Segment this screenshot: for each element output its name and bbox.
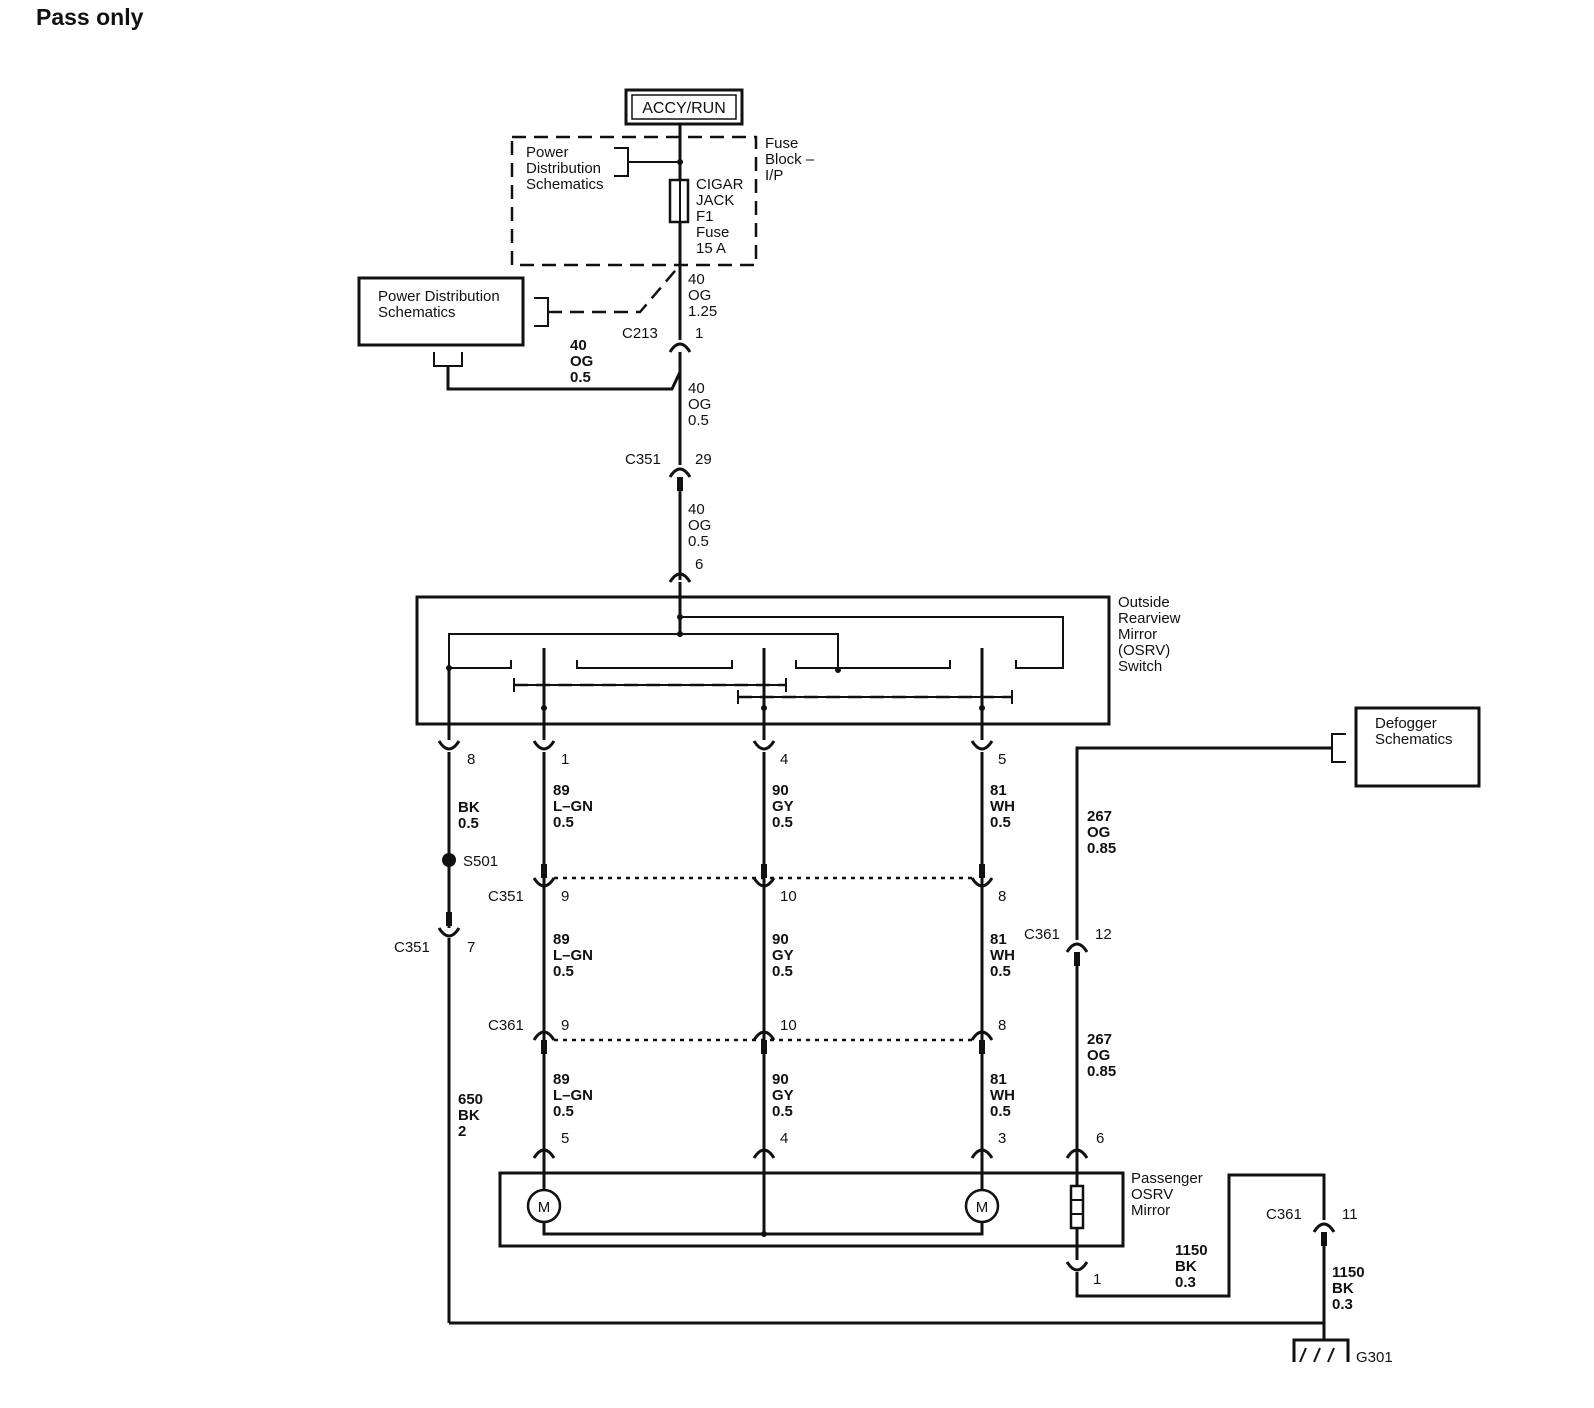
wire-bk-1150-label-2: 1150 BK 0.3 (1332, 1264, 1369, 1313)
fuse-label: CIGAR JACK F1 Fuse 15 A (696, 176, 748, 257)
switch-pin-8-connector (437, 740, 461, 751)
c351-wh-connector (970, 877, 994, 888)
s501-splice (442, 853, 456, 867)
wire-gy-label-1: 90 GY 0.5 (772, 782, 798, 831)
defogger-label: Defogger Schematics (1375, 715, 1453, 748)
motor-right-label: M (976, 1199, 989, 1216)
c351-top-label: C351 (625, 451, 661, 468)
switch-input-connector (668, 572, 692, 583)
pds-inner-bracket (614, 147, 629, 177)
c213-connector (668, 342, 692, 353)
pin-sw-gy: 4 (780, 751, 788, 768)
c213-label: C213 (622, 325, 658, 342)
pin-c351-gy: 10 (780, 888, 797, 905)
wire-lgn-label-1: 89 L–GN 0.5 (553, 782, 597, 831)
wire-og-085-label-1: 267 OG 0.85 (1087, 808, 1116, 857)
pin-sw-lgn: 1 (561, 751, 569, 768)
page-title: Pass only (36, 4, 144, 30)
ground-icon (1292, 1338, 1350, 1363)
osrv-switch-label: Outside Rearview Mirror (OSRV) Switch (1118, 594, 1185, 675)
s501-label: S501 (463, 853, 498, 870)
pin-c351-wh: 8 (998, 888, 1006, 905)
motor-left-label: M (538, 1199, 551, 1216)
mirror-pin-1-connector (1065, 1261, 1089, 1272)
pin-m-og: 6 (1096, 1130, 1104, 1147)
c361-gy-connector (752, 1030, 776, 1041)
pin-m-wh: 3 (998, 1130, 1006, 1147)
fuse-block-outline (510, 135, 758, 267)
pds-outer-label: Power Distribution Schematics (378, 288, 504, 321)
c361-lgn-connector (532, 1030, 556, 1041)
c213-pin: 1 (695, 325, 703, 342)
pin-c361-wh: 8 (998, 1017, 1006, 1034)
c351-bk-connector (437, 927, 461, 938)
pin-c351-bk: 7 (467, 939, 475, 956)
wire-wh-label-3: 81 WH 0.5 (990, 1071, 1019, 1120)
pds-inner-label: Power Distribution Schematics (526, 144, 605, 193)
fuse-block-label: Fuse Block – I/P (765, 135, 818, 184)
pin-m-gy: 4 (780, 1130, 788, 1147)
c351-row-label: C351 (488, 888, 524, 905)
mirror-pin-4-connector (752, 1148, 776, 1159)
wire-gy-label-3: 90 GY 0.5 (772, 1071, 798, 1120)
accy-run-source: ACCY/RUN (624, 88, 744, 126)
defogger-schematics-box[interactable] (1354, 706, 1481, 788)
switch-pin-4-connector (752, 740, 776, 751)
heater-element-icon (1069, 1184, 1085, 1230)
mirror-label: Passenger OSRV Mirror (1131, 1170, 1207, 1219)
wire-gy-label-2: 90 GY 0.5 (772, 931, 798, 980)
pin-sw-wh: 5 (998, 751, 1006, 768)
pin-c361-og: 12 (1095, 926, 1112, 943)
pds-outer-box[interactable] (357, 276, 525, 347)
mirror-pin-3-connector (970, 1148, 994, 1159)
switch-input-pin: 6 (695, 556, 703, 573)
wire-og-05-branch-label: 40 OG 0.5 (570, 337, 598, 386)
wire-bk-05-label: BK 0.5 (458, 799, 484, 832)
wire-lgn-label-2: 89 L–GN 0.5 (553, 931, 597, 980)
c351-top-connector (668, 467, 692, 478)
g301-label: G301 (1356, 1349, 1393, 1366)
wire-bk-1150-label-1: 1150 BK 0.3 (1175, 1242, 1212, 1291)
pin-c361-lgn: 9 (561, 1017, 569, 1034)
wire-og-05-label-2: 40 OG 0.5 (688, 380, 716, 429)
pin-m-gnd: 1 (1093, 1271, 1101, 1288)
wire-bk-650-label: 650 BK 2 (458, 1091, 487, 1140)
accy-run-label: ACCY/RUN (642, 100, 726, 117)
pin-sw-bk: 8 (467, 751, 475, 768)
mirror-pin-5-connector (532, 1148, 556, 1159)
c361-row-label: C361 (488, 1017, 524, 1034)
switch-pin-1-connector (532, 740, 556, 751)
wire-wh-label-2: 81 WH 0.5 (990, 931, 1019, 980)
pin-m-lgn: 5 (561, 1130, 569, 1147)
c351-top-pin: 29 (695, 451, 712, 468)
c351-bk-label: C351 (394, 939, 430, 956)
pin-c351-lgn: 9 (561, 888, 569, 905)
c361-og-label: C361 (1024, 926, 1060, 943)
switch-pin-5-connector (970, 740, 994, 751)
pin-c361-gy: 10 (780, 1017, 797, 1034)
wire-og-05-label-3: 40 OG 0.5 (688, 501, 716, 550)
c361-wh-connector (970, 1030, 994, 1041)
c361-gnd-label: C361 (1266, 1206, 1302, 1223)
c351-gy-connector (752, 877, 776, 888)
pin-c361-gnd: 11 (1342, 1206, 1358, 1223)
wire-wh-label-1: 81 WH 0.5 (990, 782, 1019, 831)
wire-lgn-label-3: 89 L–GN 0.5 (553, 1071, 597, 1120)
wire-og-085-label-2: 267 OG 0.85 (1087, 1031, 1116, 1080)
wire-og-125-label: 40 OG 1.25 (688, 271, 717, 320)
c361-gnd-connector (1312, 1222, 1336, 1233)
c351-lgn-connector (532, 877, 556, 888)
c361-og-connector (1065, 942, 1089, 953)
